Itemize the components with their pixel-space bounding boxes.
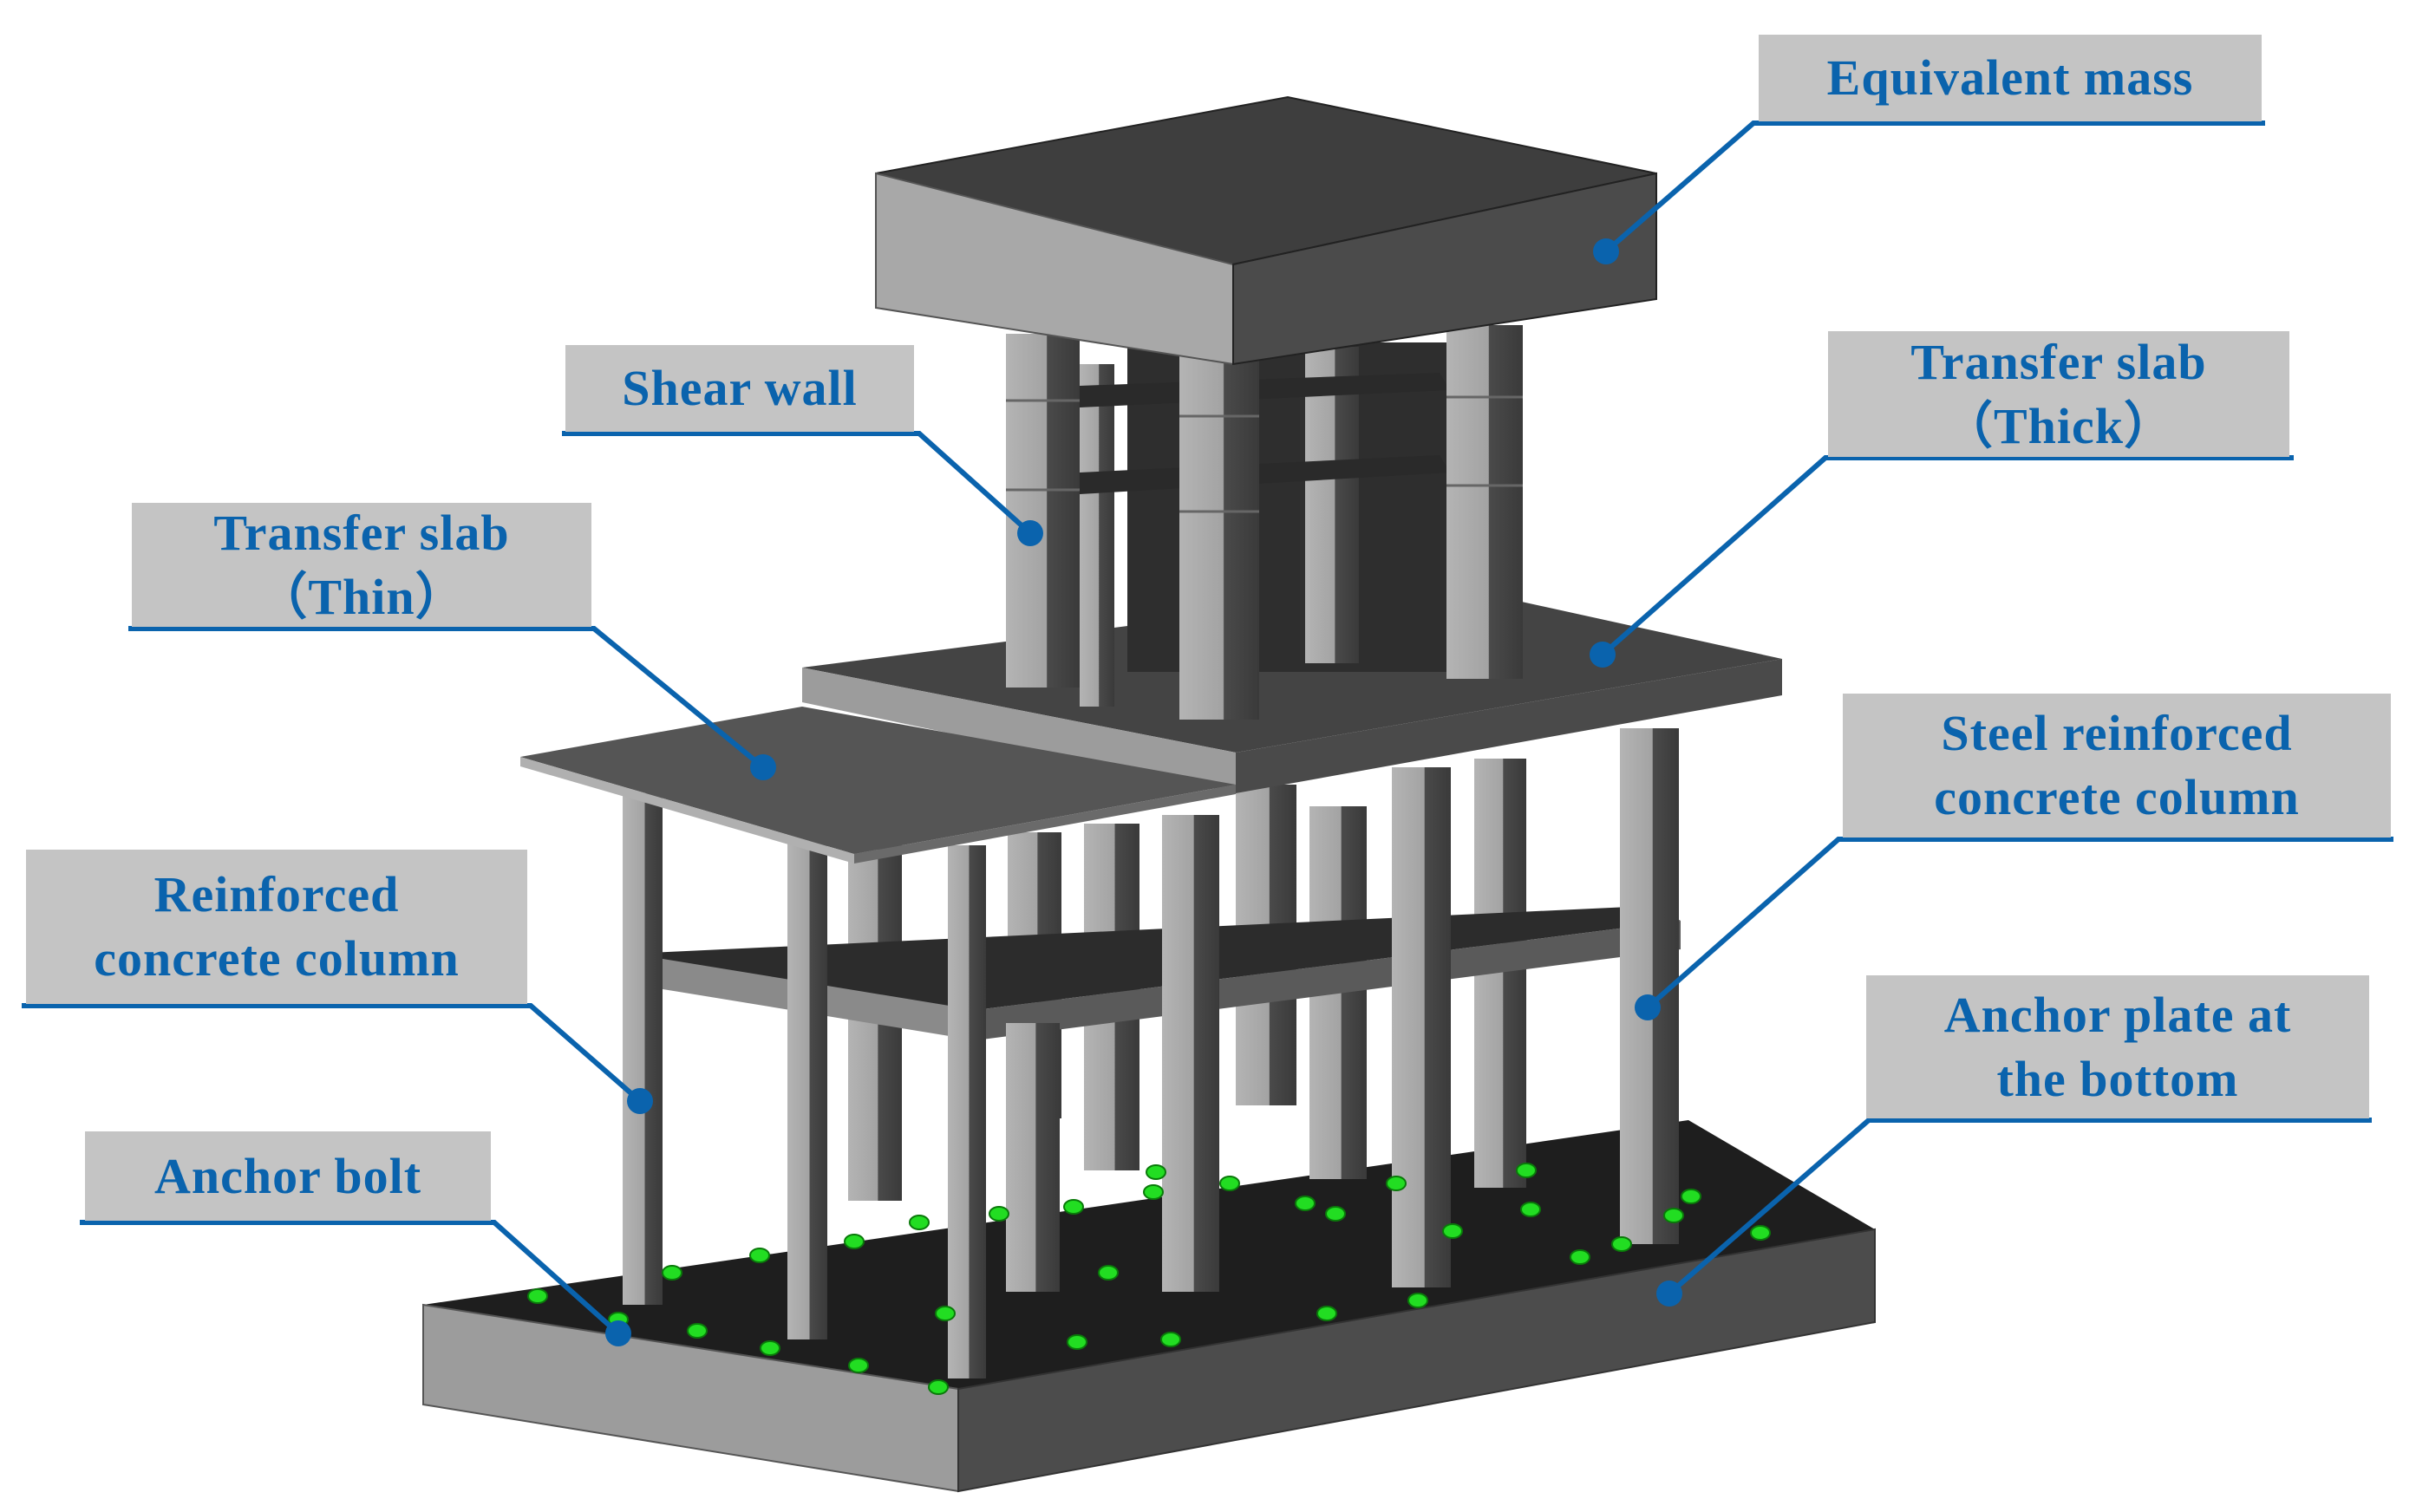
label-text-line1: Anchor plate at (1943, 986, 2292, 1043)
label-text-line2: （Thin） (257, 568, 467, 625)
label-text-line1: Transfer slab (1910, 333, 2207, 390)
lower-columns-front (623, 728, 1679, 1378)
label-shear-wall: Shear wall (565, 345, 914, 432)
equivalent-mass-block (875, 95, 1657, 366)
label-text: Shear wall (622, 360, 858, 416)
leader-lines (22, 121, 2393, 1336)
label-text-line1: Transfer slab (213, 504, 510, 561)
label-text-line2: the bottom (1996, 1050, 2239, 1107)
label-text: Equivalent mass (1826, 49, 2194, 106)
label-text: Anchor bolt (153, 1147, 422, 1204)
label-text-line2: concrete column (94, 930, 460, 987)
label-anchor-bolt: Anchor bolt (85, 1131, 491, 1221)
label-text-line2: concrete column (1934, 769, 2300, 825)
label-anchor-plate: Anchor plate at the bottom (1866, 975, 2369, 1118)
anchor-bolts (527, 1163, 1771, 1395)
label-transfer-slab-thin: Transfer slab （Thin） (132, 503, 591, 627)
label-text-line1: Steel reinforced (1941, 705, 2293, 761)
label-transfer-slab-thick: Transfer slab （Thick） (1828, 331, 2289, 457)
leader-dots (605, 238, 1682, 1346)
label-equivalent-mass: Equivalent mass (1759, 35, 2262, 121)
shear-wall-tower (1006, 325, 1523, 720)
label-reinforced-concrete-column: Reinforced concrete column (26, 850, 527, 1004)
label-steel-reinforced-concrete-column: Steel reinforced concrete column (1843, 694, 2391, 837)
transfer-slab-thin (520, 707, 1236, 864)
label-text-line1: Reinforced (153, 866, 400, 922)
label-text-line2: （Thick） (1942, 397, 2176, 454)
